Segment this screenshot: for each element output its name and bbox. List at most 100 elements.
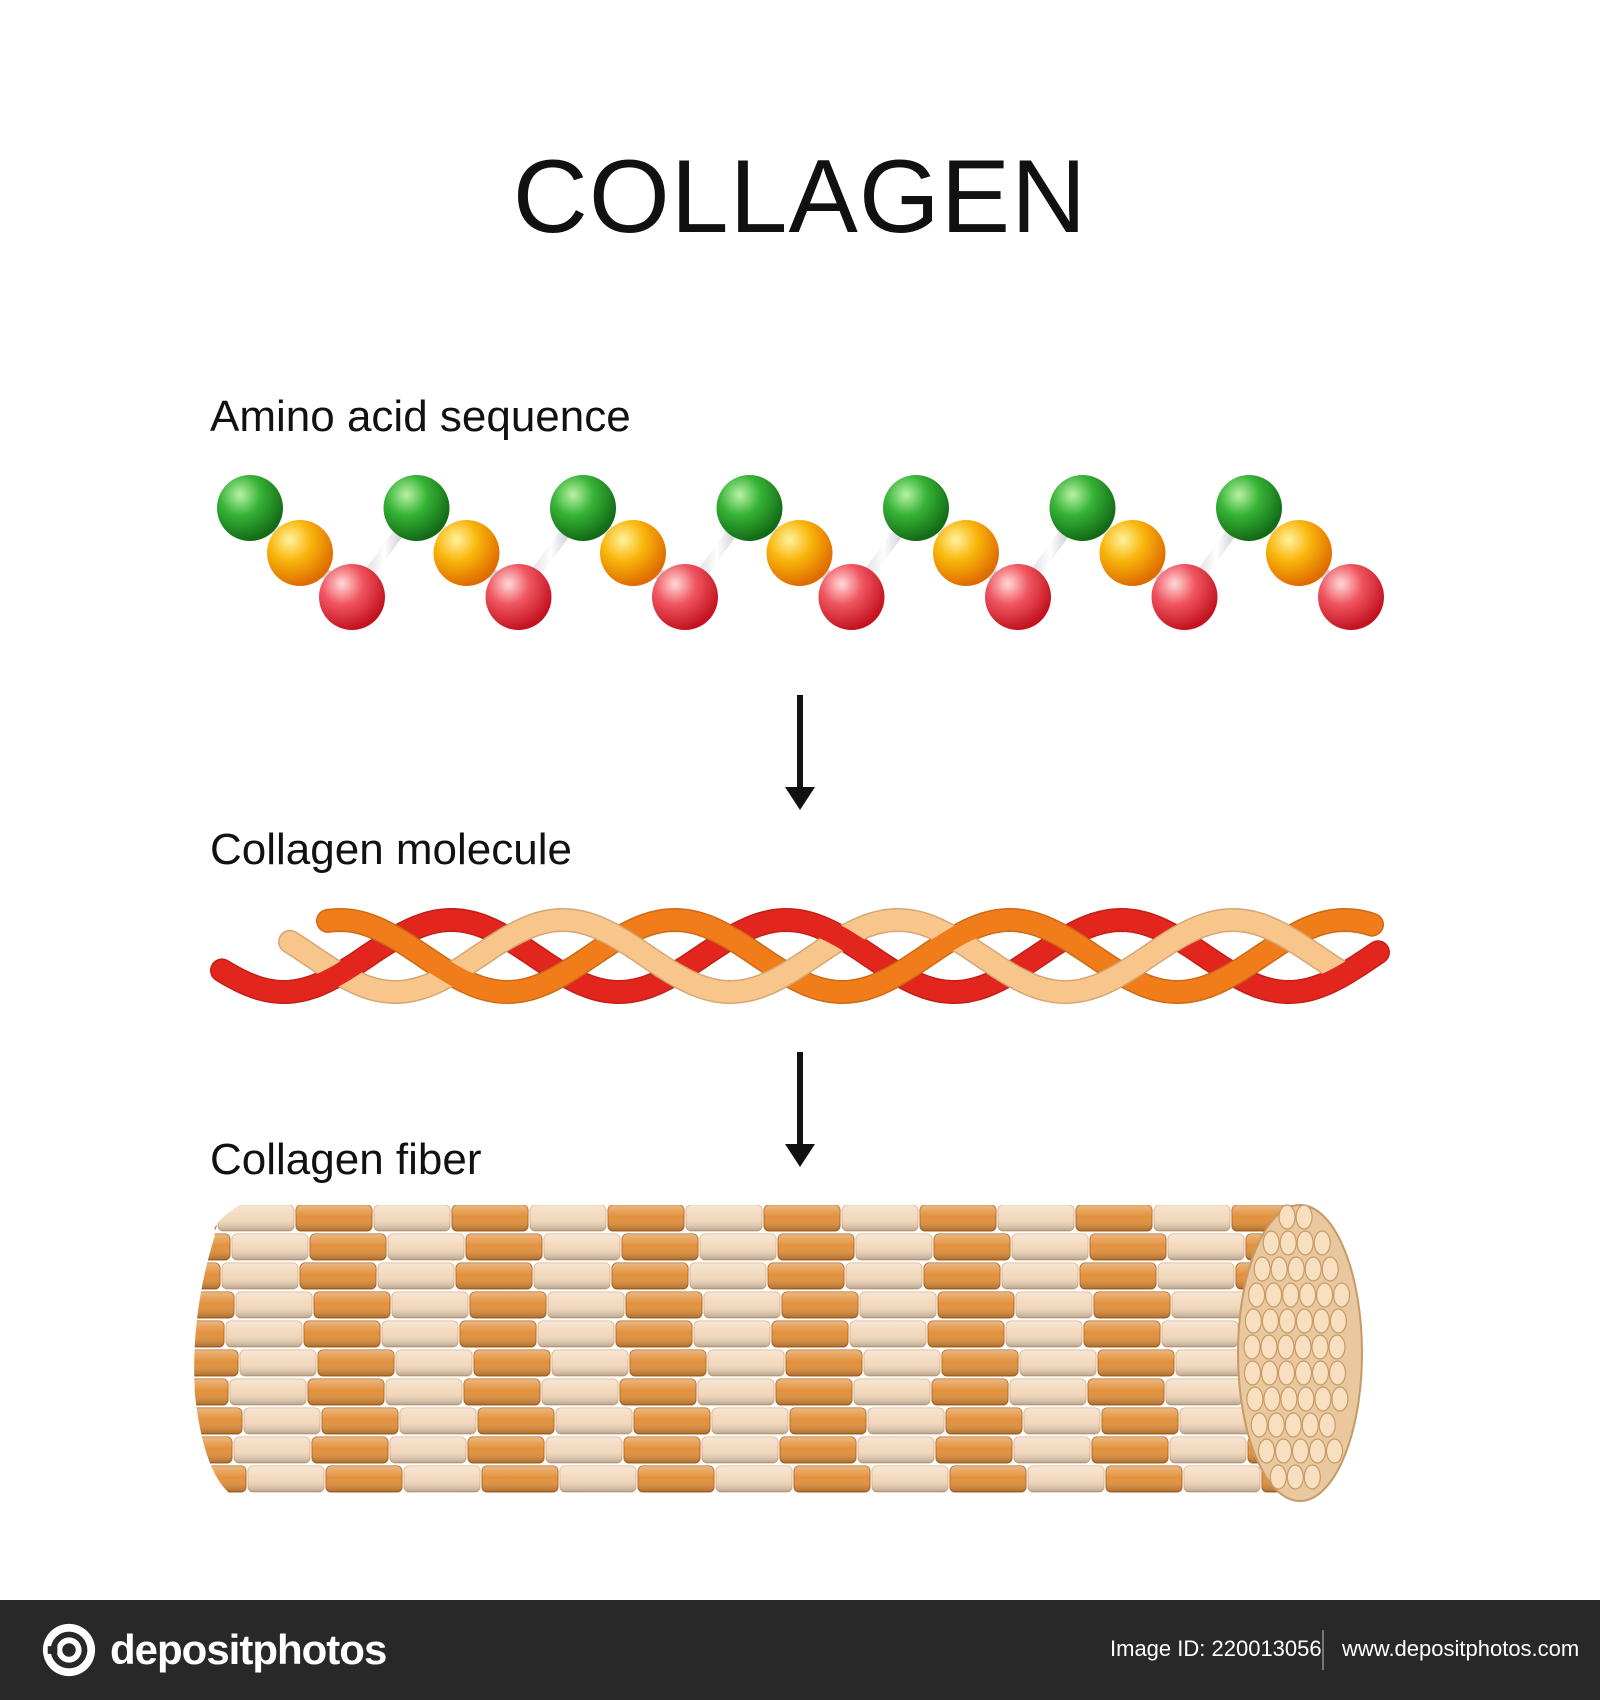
fibril-shading (702, 1437, 778, 1463)
fibril-shading (638, 1466, 714, 1492)
fibril-shading (226, 1321, 302, 1347)
fibril-end (1295, 1308, 1314, 1334)
fibril-shading (842, 1205, 918, 1231)
fibril-shading (546, 1437, 622, 1463)
fibril-shading (556, 1408, 632, 1434)
fibril-shading (248, 1466, 324, 1492)
fibril-shading (456, 1263, 532, 1289)
fibril-shading (308, 1379, 384, 1405)
amino-acid-sequence-label: Amino acid sequence (210, 392, 631, 441)
fibril-shading (538, 1321, 614, 1347)
fibril-end (1331, 1386, 1349, 1412)
fibril-end (1318, 1412, 1336, 1438)
fibril-shading (1028, 1466, 1104, 1492)
fibril-shading (860, 1292, 936, 1318)
fibril-shading (194, 1408, 242, 1434)
fibril-shading (534, 1263, 610, 1289)
fibril-shading (786, 1350, 862, 1376)
amino-bead-green (883, 475, 949, 541)
fibril-shading (716, 1466, 792, 1492)
fibril-shading (390, 1437, 466, 1463)
fibril-shading (928, 1321, 1004, 1347)
fibril-shading (478, 1408, 554, 1434)
fibril-shading (700, 1234, 776, 1260)
fibril-end (1321, 1256, 1339, 1282)
fibril-shading (856, 1234, 932, 1260)
fibril-shading (464, 1379, 540, 1405)
fibril-shading (1016, 1292, 1092, 1318)
fibril-shading (470, 1292, 546, 1318)
fibril-shading (1014, 1437, 1090, 1463)
fibril-shading (934, 1234, 1010, 1260)
fibril-shading (322, 1408, 398, 1434)
fibril-shading (854, 1379, 930, 1405)
fibril-shading (924, 1263, 1000, 1289)
fibril-end (1257, 1438, 1276, 1464)
helix-strand-front (421, 949, 548, 1003)
fibril-shading (392, 1292, 468, 1318)
amino-bead-red (1151, 564, 1218, 630)
fibril-shading (404, 1466, 480, 1492)
fibril-shading (1090, 1234, 1166, 1260)
fibril-shading (452, 1205, 528, 1231)
camera-logo-icon (42, 1623, 96, 1677)
fibril-end (1329, 1308, 1348, 1334)
fibril-shading (868, 1408, 944, 1434)
fibril-shading (300, 1263, 376, 1289)
fibril-end (1304, 1256, 1322, 1282)
fibril-shading (548, 1292, 624, 1318)
fibril-shading (194, 1379, 228, 1405)
fibril-end (1269, 1464, 1287, 1490)
fibril-shading (850, 1321, 926, 1347)
fibril-shading (794, 1466, 870, 1492)
fibril-shading (624, 1437, 700, 1463)
fibril-end (1328, 1334, 1346, 1360)
fibril-shading (1076, 1205, 1152, 1231)
fibril-shading (1180, 1408, 1256, 1434)
helix-strand-front (590, 916, 714, 1000)
fibril-shading (1020, 1350, 1096, 1376)
amino-bead-red (818, 564, 885, 630)
fibril-end (1294, 1334, 1312, 1360)
fibril-shading (1084, 1321, 1160, 1347)
amino-bead-yellow (933, 520, 999, 586)
brand[interactable]: depositphotos (40, 1620, 387, 1680)
fibril-shading (1176, 1350, 1252, 1376)
amino-bead-green (1216, 475, 1282, 541)
arrow-down-icon (785, 695, 815, 810)
fibril-shading (768, 1263, 844, 1289)
fibril-shading (310, 1234, 386, 1260)
fibril-end (1278, 1308, 1297, 1334)
fibril-end (1263, 1386, 1281, 1412)
fibril-end (1298, 1282, 1317, 1308)
site-link[interactable]: www.depositphotos.com (1342, 1636, 1580, 1661)
fibril-shading (560, 1466, 636, 1492)
footer-divider (1322, 1630, 1324, 1670)
amino-bead-red (1318, 564, 1384, 630)
fibril-shading (1170, 1437, 1246, 1463)
fibril-segment (194, 1205, 217, 1232)
fibril-shading (946, 1408, 1022, 1434)
amino-acid-chain (217, 475, 1384, 630)
image-id-value: 220013056 (1211, 1636, 1322, 1661)
fibril-shading (374, 1205, 450, 1231)
fibril-shading (872, 1466, 948, 1492)
amino-bead-green (1049, 475, 1116, 541)
fibril-shading (690, 1263, 766, 1289)
fibril-end (1332, 1282, 1351, 1308)
helix-strand-front (257, 941, 382, 1003)
fibril-shading (864, 1350, 940, 1376)
fibril-shading (630, 1350, 706, 1376)
fibril-shading (1002, 1263, 1078, 1289)
fibril-shading (194, 1437, 232, 1463)
fibril-shading (782, 1292, 858, 1318)
fibril-end (1253, 1256, 1271, 1282)
fibril-end (1328, 1360, 1347, 1386)
fibril-shading (304, 1321, 380, 1347)
fibril-end (1261, 1308, 1280, 1334)
amino-bead-green (550, 475, 616, 541)
fibril-end (1260, 1360, 1279, 1386)
fibril-end (1296, 1230, 1314, 1256)
fibril-shading (780, 1437, 856, 1463)
fibril-shading (194, 1234, 230, 1260)
